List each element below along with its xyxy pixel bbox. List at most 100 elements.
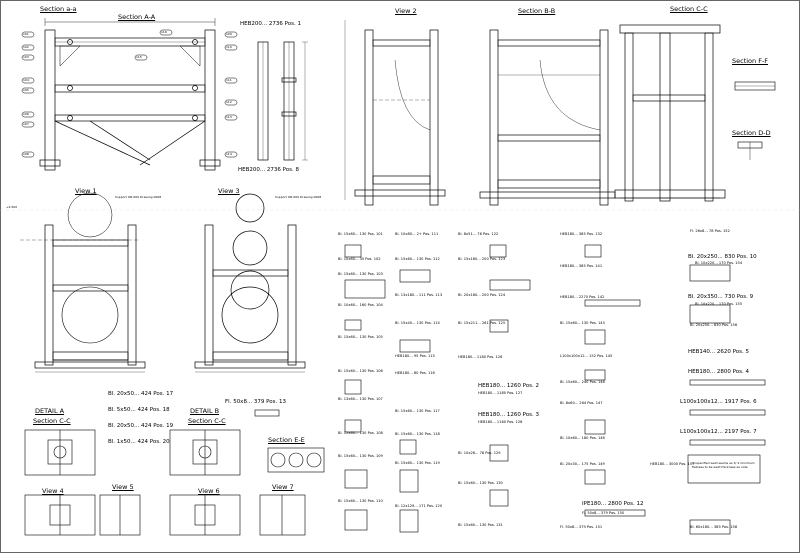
plate-152: Fl. 26x8... 78 Pos. 152 [690, 229, 730, 233]
view-2-drawing [344, 20, 446, 206]
callout-5: 105 [23, 88, 29, 92]
plate-112: Bl. 15x60... 130 Pos. 112 [395, 257, 440, 261]
plate-157: HEB180... 3000 Pos. 157 [650, 462, 695, 466]
plate-109: Bl. 15x60... 130 Pos. 109 [338, 454, 383, 458]
callout-1: 101 [23, 32, 29, 36]
callout-9: 109 [226, 32, 232, 36]
plate-154: Bl. 10x220... 170 Pos. 154 [695, 261, 743, 265]
callout-4: 104 [23, 78, 29, 82]
view-1-drawing [20, 192, 146, 373]
plate-111: Bl. 10x80... 2+ Pos. 111 [395, 232, 439, 236]
profile-pos7: L100x100x12... 2197 Pos. 7 [680, 429, 757, 435]
plate-120: Bl. 12x129... 171 Pos. 120 [395, 504, 443, 508]
title-section-a-a: Section A-A [118, 13, 156, 21]
plate-122: Bl. 8x51... 76 Pos. 122 [458, 232, 499, 236]
part-sketches [344, 244, 766, 535]
callout-11: 111 [226, 78, 232, 82]
plate-103: Bl. 15x60... 130 Pos. 103 [338, 272, 383, 276]
plate-119: Bl. 15x60... 130 Pos. 119 [395, 461, 440, 465]
plate-117: Bl. 15x60... 130 Pos. 117 [395, 409, 440, 413]
callout-3: 103 [23, 55, 29, 59]
profile-pos12: IPE180... 2800 Pos. 12 [582, 501, 644, 507]
plate-145: L100x100x12... 152 Pos. 145 [560, 354, 613, 358]
plate-147: Bl. 8x60... 264 Pos. 147 [560, 401, 603, 405]
title-section-c-c-b: Section C-C [188, 417, 226, 425]
profile-pos5: HEB140... 2620 Pos. 5 [688, 349, 749, 355]
plate-101: Bl. 15x60... 130 Pos. 101 [338, 232, 383, 236]
profile-pos1: HEB200... 2736 Pos. 1 [240, 21, 301, 27]
plate-155: Bl. 10x220... 170 Pos. 155 [695, 302, 743, 306]
profile-pos6: L100x100x12... 1917 Pos. 6 [680, 399, 757, 405]
title-view-7: View 7 [272, 483, 294, 491]
note-support-2: Support ON 600 Drawing 0068 [275, 195, 322, 199]
callout-15: 115 [136, 55, 142, 59]
plate-126: HEB180... 1180 Pos. 126 [458, 355, 503, 359]
plate-124: Bl. 20x160... 200 Pos. 124 [458, 293, 506, 297]
title-view-2: View 2 [395, 7, 417, 15]
note-level: +2,500 [6, 205, 18, 209]
profile-pos17: Bl. 20x50... 424 Pos. 17 [108, 391, 174, 397]
profile-pos20: Bl. 1x50... 424 Pos. 20 [108, 439, 170, 445]
callout-13: 113 [226, 115, 232, 119]
callout-7: 107 [23, 122, 29, 126]
title-section-e-e: Section E-E [268, 436, 305, 444]
note-support-1: Support ON 600 Drawing 0068 [115, 195, 162, 199]
profile-pos19: Bl. 20x50... 424 Pos. 19 [108, 423, 174, 429]
plate-129: Bl. 10x26... 78 Pos. 129 [458, 451, 501, 455]
profile-pos8: HEB200... 2736 Pos. 8 [238, 167, 299, 173]
plate-146: Bl. 15x60... 240 Pos. 146 [560, 380, 605, 384]
title-section-a-a-small: Section a-a [40, 5, 77, 13]
plate-128: HEB180... 1160 Pos. 128 [478, 420, 523, 424]
profile-pos13: Fl. 50x8... 379 Pos. 13 [225, 399, 287, 405]
plate-151: Fl. 50x8... 379 Pos. 151 [560, 525, 603, 529]
profile-pos2: HEB180... 1260 Pos. 2 [478, 383, 539, 389]
title-detail-a: DETAIL A [35, 407, 65, 415]
plate-115: HEB180... 95 Pos. 115 [395, 354, 435, 358]
detail-b-drawing [169, 429, 306, 536]
callout-6: 106 [23, 112, 29, 116]
profile-pos3: HEB180... 1260 Pos. 3 [478, 412, 539, 418]
section-d-d-drawing [737, 141, 763, 160]
plate-107: Bl. 13x60... 130 Pos. 107 [338, 397, 383, 401]
plate-149: Bl. 20x30... 175 Pos. 149 [560, 462, 605, 466]
plate-148: Bl. 10x60... 180 Pos. 148 [560, 436, 605, 440]
title-section-f-f: Section F-F [732, 57, 769, 65]
plate-141: HEB180... 385 Pos. 141 [560, 264, 603, 268]
callout-14: 114 [226, 152, 232, 156]
plate-158: Bl. 60x160... 385 Pos. 158 [690, 525, 738, 529]
plate-118: Bl. 15x60... 130 Pos. 118 [395, 432, 440, 436]
title-view-4: View 4 [42, 487, 64, 495]
pos-13-drawing [254, 409, 280, 417]
plate-150: Fl. 50x8... 379 Pos. 150 [582, 511, 625, 515]
column-elevation-pos1-pos8 [257, 41, 308, 161]
callout-16: 116 [161, 30, 167, 34]
plate-130: Bl. 15x60... 130 Pos. 130 [458, 481, 503, 485]
callout-12: 112 [226, 100, 232, 104]
plate-131: Bl. 15x60... 130 Pos. 131 [458, 523, 503, 527]
callout-10: 110 [226, 45, 232, 49]
title-view-3: View 3 [218, 187, 240, 195]
plate-125: Bl. 15x211... 261 Pos. 125 [458, 321, 506, 325]
plate-104: Bl. 10x60... 160 Pos. 104 [338, 303, 383, 307]
plate-114: Bl. 15x40... 130 Pos. 114 [395, 321, 440, 325]
profile-pos4: HEB180... 2800 Pos. 4 [688, 369, 749, 375]
plate-110: Bl. 15x60... 130 Pos. 110 [338, 499, 383, 503]
profile-pos10: Bl. 20x250... 830 Pos. 10 [688, 254, 757, 260]
section-a-a-drawing [39, 18, 221, 171]
title-view-1: View 1 [75, 187, 97, 195]
plate-116: HEB180... 80 Pos. 116 [395, 371, 435, 375]
title-section-d-d: Section D-D [732, 129, 771, 137]
title-section-c-c-a: Section C-C [33, 417, 71, 425]
callout-2: 102 [23, 45, 29, 49]
note-weld: Unspecified weld seams as 3/ 4 minimum f… [692, 461, 755, 469]
section-c-c-drawing [614, 24, 726, 202]
title-detail-b: DETAIL B [190, 407, 220, 415]
title-view-6: View 6 [198, 487, 220, 495]
section-e-e-drawing [267, 447, 325, 473]
profile-pos18: Bl. 5x50... 424 Pos. 18 [108, 407, 170, 413]
plate-106: Bl. 15x60... 130 Pos. 106 [338, 369, 383, 373]
section-f-f-drawing [734, 81, 776, 91]
plate-105: Bl. 15x60... 130 Pos. 105 [338, 335, 383, 339]
callout-8: 108 [23, 152, 29, 156]
